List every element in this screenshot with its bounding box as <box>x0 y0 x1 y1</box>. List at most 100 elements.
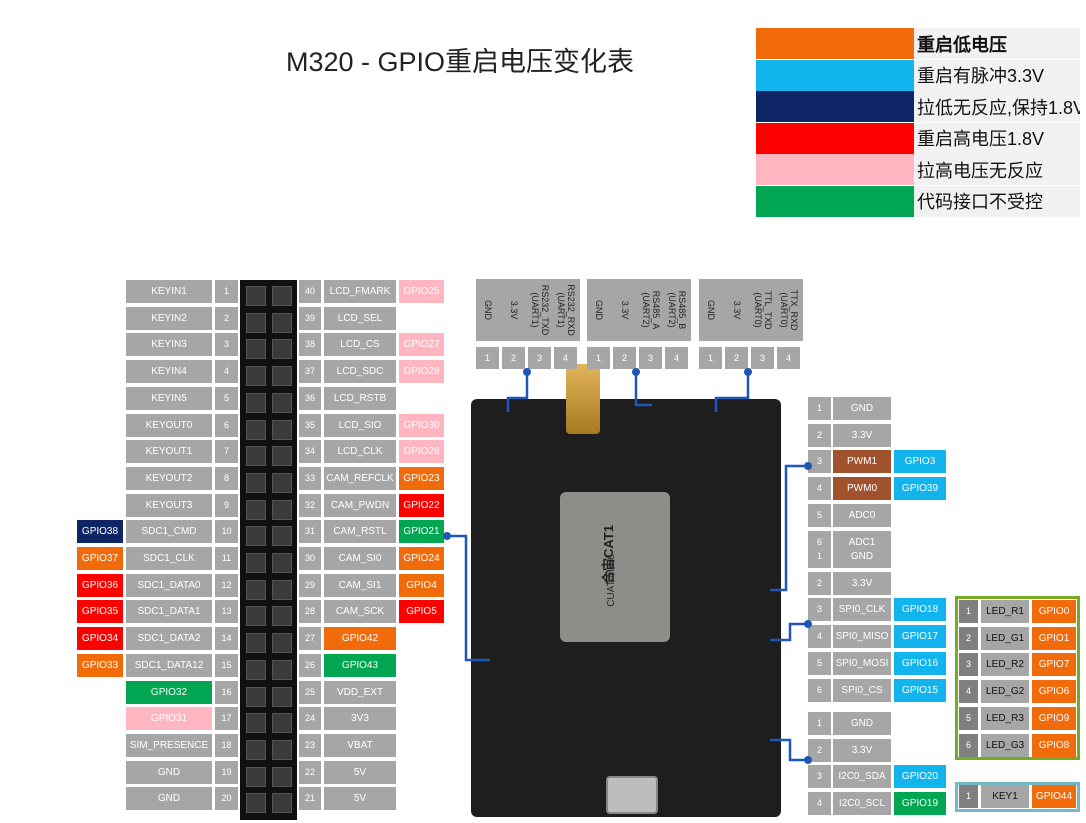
wire-dot-uart2 <box>632 368 640 376</box>
wire-dot-spi <box>804 620 812 628</box>
pin-name: KEYOUT1 <box>126 440 212 464</box>
header-pin <box>246 553 266 573</box>
connector-pin-number: 1 <box>587 347 610 369</box>
gpio-label: GPIO36 <box>77 573 123 597</box>
pin-name: ADC0 <box>833 503 891 527</box>
pin-name: SDC1_DATA12 <box>126 653 212 677</box>
gpio-label: GPIO17 <box>894 625 946 649</box>
connector-pin-number: 3 <box>528 347 551 369</box>
header-pin <box>246 713 266 734</box>
pin-number: 25 <box>299 680 321 704</box>
pin-number: 5 <box>959 706 978 730</box>
pin-number: 7 <box>215 440 238 464</box>
legend-label: 代码接口不受控 <box>914 185 1080 217</box>
pin-number: 6 <box>215 413 238 437</box>
wire-dot-uart0 <box>744 368 752 376</box>
connector-header <box>587 279 691 341</box>
gpio-label: GPIO6 <box>1032 680 1076 704</box>
pin-name: KEYIN3 <box>126 333 212 357</box>
header-pin <box>246 739 266 760</box>
pin-number: 5 <box>808 651 831 675</box>
pin-name: GND <box>833 397 891 420</box>
legend-item: 重启低电压 <box>756 28 1080 59</box>
pin-name: SPI0_CS <box>833 678 891 702</box>
connector-pin-number: 4 <box>554 347 577 369</box>
pin-number: 19 <box>215 760 238 784</box>
pin-number: 18 <box>215 733 238 757</box>
header-pin <box>272 286 292 306</box>
pin-name: PWM0 <box>833 477 891 501</box>
pin-number: 2 <box>808 571 831 595</box>
header-pin <box>246 472 266 493</box>
header-pin <box>272 446 292 467</box>
pin-number: 13 <box>215 600 238 624</box>
header-pin <box>246 793 266 814</box>
gpio-label: GPIO3 <box>894 450 946 474</box>
pin-number: 4 <box>215 360 238 384</box>
header-pin <box>272 553 292 573</box>
header-pin <box>272 339 292 360</box>
pin-number: 26 <box>299 653 321 677</box>
gpio-label: GPIO37 <box>77 547 123 570</box>
legend-label: 重启高电压1.8V <box>914 122 1080 154</box>
wire-uart1 <box>506 372 529 412</box>
pin-name: LCD_CLK <box>324 440 396 464</box>
header-pin <box>272 793 292 814</box>
pin-name: KEYIN5 <box>126 386 212 410</box>
pin-header-strip <box>240 280 297 820</box>
pin-number: 1 <box>808 545 831 568</box>
pin-name: CAM_REFCLK <box>324 466 396 490</box>
pin-name: KEYOUT3 <box>126 493 212 517</box>
legend-swatch <box>756 185 914 217</box>
gpio-label: GPIO15 <box>894 678 946 702</box>
pin-number: 21 <box>299 787 321 811</box>
connector-pin-number: 4 <box>777 347 800 369</box>
pin-number: 4 <box>808 477 831 501</box>
pin-number: 24 <box>299 707 321 731</box>
connector-pin-number: 1 <box>699 347 722 369</box>
header-pin <box>246 392 266 413</box>
pin-number: 29 <box>299 573 321 597</box>
gpio-label: GPIO23 <box>399 466 444 490</box>
pin-name: CAM_SCK <box>324 600 396 624</box>
header-pin <box>246 339 266 360</box>
gpio-label: GPIO0 <box>1032 600 1076 623</box>
gpio-label: GPIO22 <box>399 493 444 517</box>
pin-number: 8 <box>215 466 238 490</box>
pin-name: SPI0_CLK <box>833 598 891 622</box>
pin-name: SDC1_CMD <box>126 520 212 544</box>
pin-name: SPI0_MISO <box>833 625 891 649</box>
pin-name: CAM_RSTL <box>324 520 396 544</box>
pin-number: 1 <box>959 600 978 623</box>
pin-number: 1 <box>808 712 831 735</box>
pin-number: 3 <box>808 598 831 622</box>
pin-number: 28 <box>299 600 321 624</box>
legend-item: 重启高电压1.8V <box>756 122 1080 154</box>
header-pin <box>272 713 292 734</box>
gpio-label: GPIO9 <box>1032 706 1076 730</box>
pin-name: CAM_SI0 <box>324 547 396 570</box>
legend-item: 重启有脉冲3.3V <box>756 59 1080 91</box>
legend-swatch <box>756 28 914 59</box>
wire-i2c <box>770 738 808 762</box>
pin-number: 5 <box>215 386 238 410</box>
pin-number: 3 <box>808 765 831 789</box>
connector-header <box>476 279 580 341</box>
pin-number: 15 <box>215 653 238 677</box>
connector-pin-number: 1 <box>476 347 499 369</box>
pin-number: 1 <box>959 785 978 808</box>
pin-name: LCD_SDC <box>324 360 396 384</box>
gpio-label: GPIO24 <box>399 547 444 570</box>
header-pin <box>246 659 266 680</box>
pin-name: LED_G3 <box>981 733 1029 757</box>
pin-name: GPIO31 <box>126 707 212 731</box>
wire-pwm <box>770 464 808 592</box>
header-pin <box>246 419 266 440</box>
header-pin <box>246 606 266 627</box>
header-pin <box>246 633 266 654</box>
pin-name: LCD_SEL <box>324 306 396 330</box>
pin-name: GND <box>833 712 891 735</box>
pin-name: SIM_PRESENCE <box>126 733 212 757</box>
header-pin <box>272 686 292 707</box>
